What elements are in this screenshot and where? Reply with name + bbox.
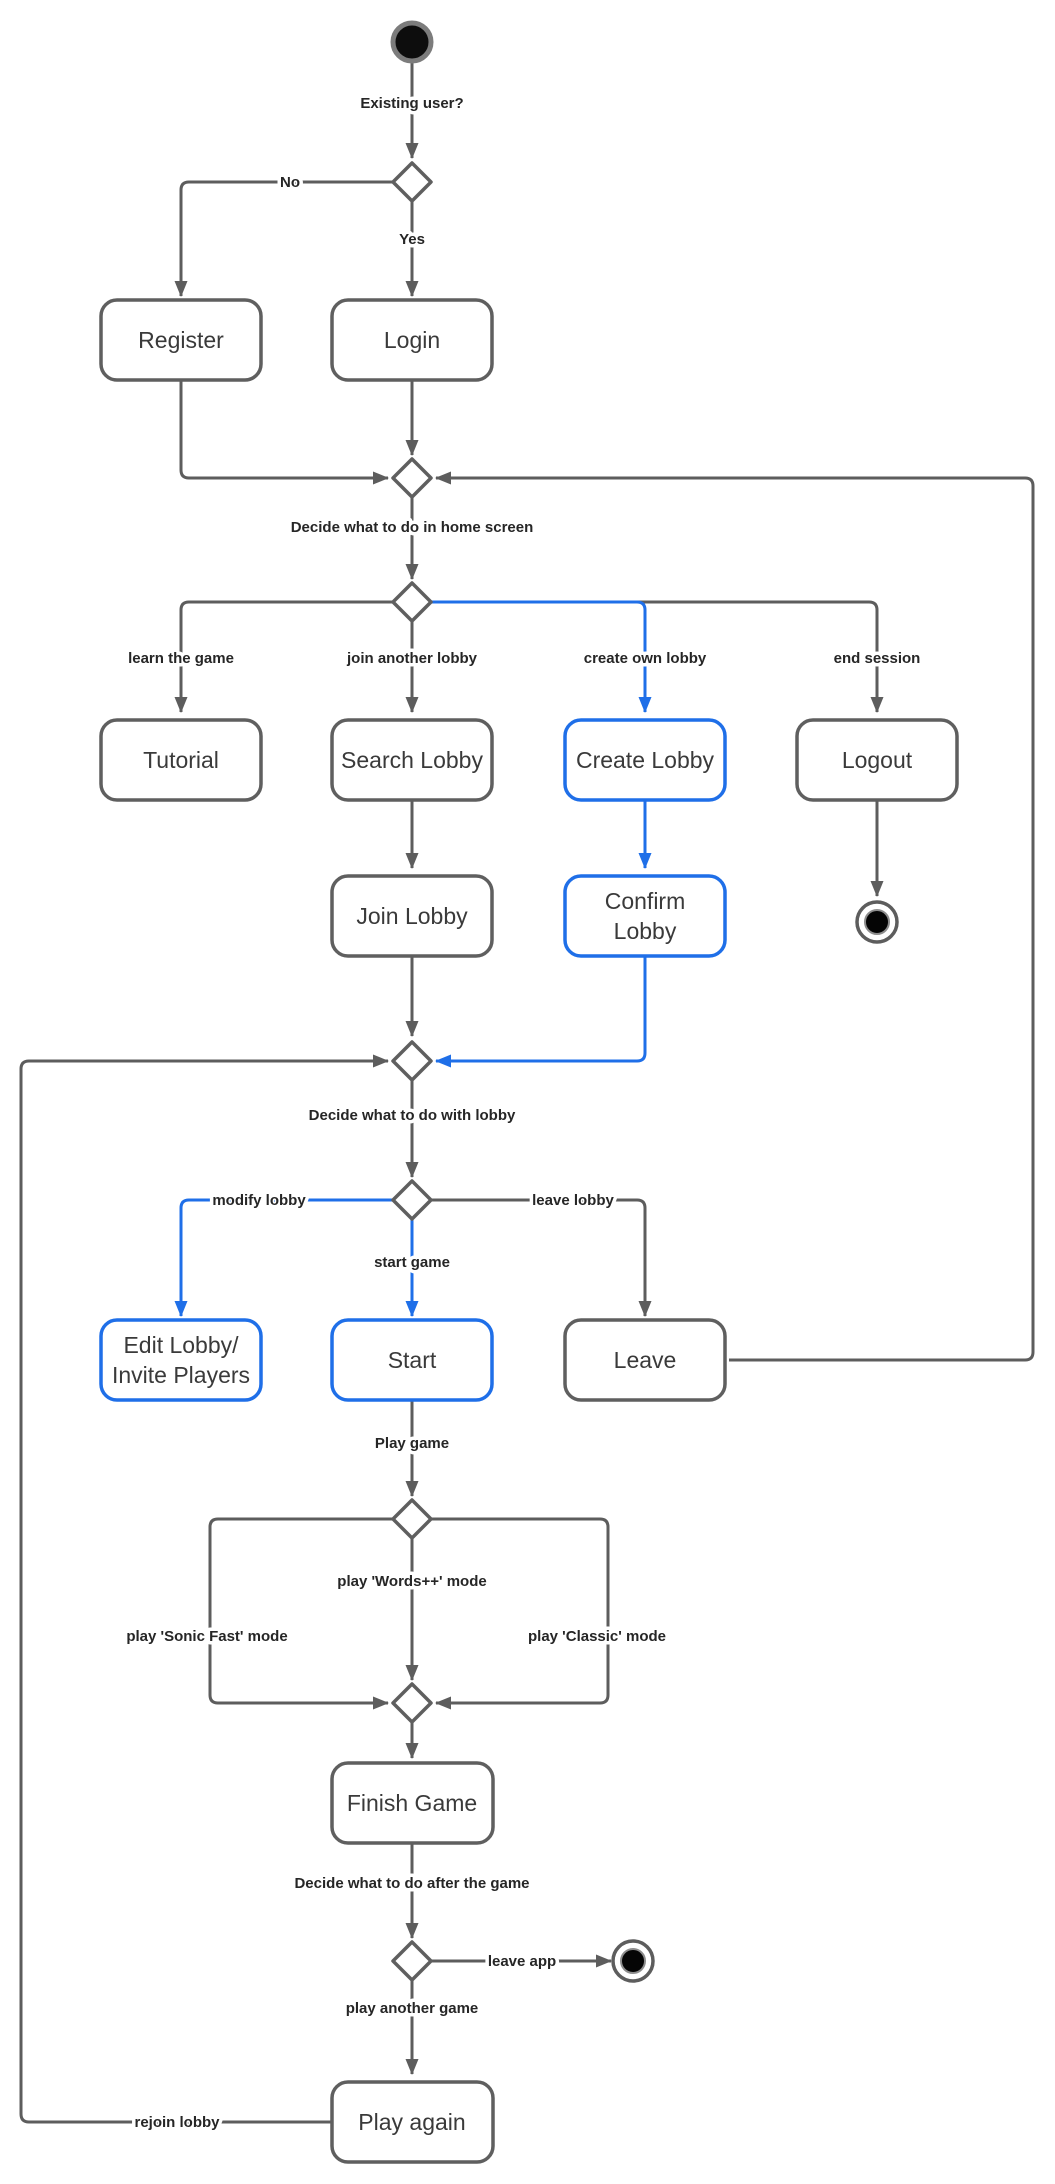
activity-leave	[563, 1318, 727, 1402]
create-own-label: create own lobby	[584, 650, 707, 667]
leave-lobby-label: leave lobby	[532, 1192, 614, 1209]
create-lobby-label: Create Lobby	[576, 747, 715, 773]
register-label: Register	[138, 327, 224, 353]
leave-app-label: leave app	[488, 1953, 556, 1970]
sonic-mode-label: play 'Sonic Fast' mode	[126, 1628, 287, 1645]
activity-tutorial	[99, 718, 263, 802]
confirm-lobby-label-line1: Confirm	[605, 888, 686, 914]
edge-sonic-mode	[208, 1517, 394, 1710]
yes-label: Yes	[399, 231, 425, 248]
edge-register-to-merge	[179, 380, 389, 485]
learn-game-label: learn the game	[128, 650, 234, 667]
play-another-label: play another game	[346, 2000, 479, 2017]
activity-join-lobby	[330, 874, 494, 958]
finish-game-label: Finish Game	[347, 1790, 477, 1816]
edge-no-to-register	[174, 180, 394, 297]
words-mode-label: play 'Words++' mode	[337, 1573, 486, 1590]
edge-classic-mode	[430, 1517, 610, 1710]
activity-create-lobby	[563, 718, 727, 802]
activity-logout	[795, 718, 959, 802]
join-lobby-label: Join Lobby	[356, 903, 468, 929]
edit-lobby-label-line1: Edit Lobby/	[123, 1332, 239, 1358]
activity-edit-lobby	[99, 1318, 263, 1402]
leave-label: Leave	[614, 1347, 677, 1373]
search-lobby-label: Search Lobby	[341, 747, 483, 773]
confirm-lobby-label-line2: Lobby	[614, 918, 677, 944]
edge-leave-lobby-to-leave	[430, 1198, 652, 1317]
decide-lobby-label: Decide what to do with lobby	[309, 1107, 516, 1124]
activity-register	[99, 298, 263, 382]
activity-confirm-lobby	[563, 874, 727, 958]
start-label: Start	[388, 1347, 437, 1373]
edge-rejoin-loop	[19, 1054, 389, 2124]
decision-home-screen	[391, 581, 433, 623]
decision-existing-user	[391, 161, 433, 203]
edge-leave-loop-to-merge	[435, 471, 1035, 1362]
classic-mode-label: play 'Classic' mode	[528, 1628, 666, 1645]
edge-create-own-to-create-lobby	[430, 600, 652, 713]
activity-search-lobby	[330, 718, 494, 802]
existing-user-label: Existing user?	[360, 95, 463, 112]
initial-node	[390, 20, 434, 64]
rejoin-lobby-label: rejoin lobby	[134, 2114, 220, 2131]
play-again-label: Play again	[358, 2109, 465, 2135]
edge-modify-to-edit	[174, 1198, 394, 1317]
end-session-label: end session	[834, 650, 921, 667]
final-node-logout	[855, 900, 899, 944]
edit-lobby-label-line2: Invite Players	[112, 1362, 250, 1388]
edge-end-session-to-logout	[430, 600, 884, 713]
logout-label: Logout	[842, 747, 913, 773]
decide-after-label: Decide what to do after the game	[294, 1875, 529, 1892]
start-game-label: start game	[374, 1254, 450, 1271]
activity-finish-game	[330, 1761, 495, 1845]
modify-lobby-label: modify lobby	[212, 1192, 306, 1209]
edge-learn-to-tutorial	[174, 600, 394, 713]
decide-home-label: Decide what to do in home screen	[291, 519, 534, 536]
decision-after-game	[391, 1940, 433, 1982]
join-another-label: join another lobby	[346, 650, 478, 667]
merge-lobby	[391, 1040, 433, 1082]
activity-play-again	[330, 2080, 495, 2164]
tutorial-label: Tutorial	[143, 747, 219, 773]
decision-game-mode	[391, 1498, 433, 1540]
activity-login	[330, 298, 494, 382]
decision-lobby	[391, 1179, 433, 1221]
merge-game-mode	[391, 1682, 433, 1724]
final-node-leave-app	[611, 1939, 655, 1983]
login-label: Login	[384, 327, 440, 353]
activity-start	[330, 1318, 494, 1402]
no-label: No	[280, 174, 300, 191]
play-game-label: Play game	[375, 1435, 449, 1452]
merge-after-auth	[391, 457, 433, 499]
edge-confirm-to-lobby-merge	[435, 956, 647, 1068]
